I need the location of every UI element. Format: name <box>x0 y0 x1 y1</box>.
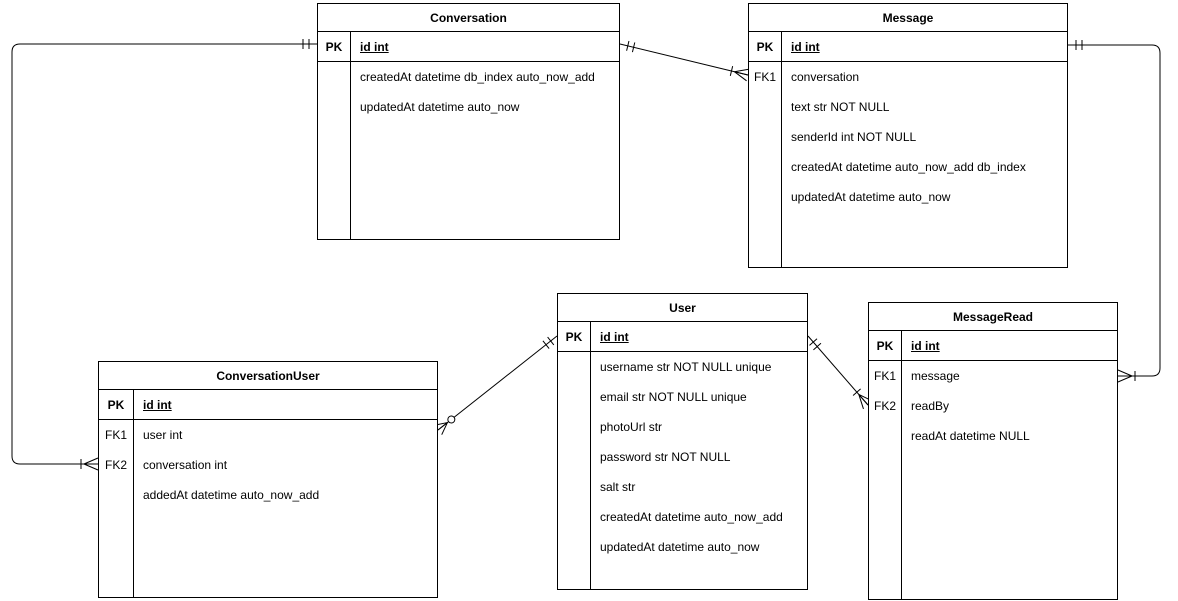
field-text: id int <box>600 329 629 344</box>
key-label: FK1 <box>873 369 896 383</box>
field-text: addedAt datetime auto_now_add <box>143 488 320 502</box>
field-text: text str NOT NULL <box>791 100 890 114</box>
key-label: FK1 <box>104 428 127 442</box>
field-text: email str NOT NULL unique <box>600 390 747 404</box>
cardinality-zero-or-many-marker <box>434 415 456 435</box>
table-row[interactable]: FK1 conversation <box>749 62 1067 92</box>
table-row[interactable]: PK id int <box>869 331 1117 361</box>
entity-title: Message <box>749 4 1067 32</box>
key-column-divider <box>350 32 351 239</box>
table-row[interactable]: createdAt datetime db_index auto_now_add <box>318 62 619 92</box>
field-text: updatedAt datetime auto_now <box>791 190 951 204</box>
field-text: id int <box>911 338 940 353</box>
table-row[interactable]: PK id int <box>558 322 807 352</box>
relationship-conversation-message[interactable] <box>619 40 750 82</box>
key-column-divider <box>133 390 134 597</box>
entity-messageread[interactable]: MessageRead PK id int FK1 message FK2 re… <box>868 302 1118 600</box>
key-label: PK <box>107 397 125 412</box>
table-row[interactable]: salt str <box>558 472 807 502</box>
table-row[interactable]: addedAt datetime auto_now_add <box>99 480 437 510</box>
cardinality-one-marker <box>1075 40 1083 50</box>
cardinality-many-marker <box>80 457 99 471</box>
entity-title: MessageRead <box>869 303 1117 331</box>
table-row[interactable]: createdAt datetime auto_now_add <box>558 502 807 532</box>
cardinality-many-marker <box>1117 369 1136 383</box>
table-row[interactable]: username str NOT NULL unique <box>558 352 807 382</box>
table-row[interactable]: FK2 readBy <box>869 391 1117 421</box>
field-text: updatedAt datetime auto_now <box>360 100 520 114</box>
entity-user[interactable]: User PK id int username str NOT NULL uni… <box>557 293 808 590</box>
table-row[interactable]: text str NOT NULL <box>749 92 1067 122</box>
cardinality-one-marker <box>302 39 310 49</box>
relationship-user-messageread[interactable] <box>807 335 873 410</box>
relationship-message-messageread[interactable] <box>1068 40 1161 383</box>
entity-conversationuser[interactable]: ConversationUser PK id int FK1 user int … <box>98 361 438 598</box>
table-row[interactable]: PK id int <box>99 390 437 420</box>
field-text: senderId int NOT NULL <box>791 130 917 144</box>
relationship-user-conversationuser[interactable] <box>434 335 558 435</box>
key-column-divider <box>901 331 902 599</box>
field-text: createdAt datetime auto_now_add db_index <box>791 160 1026 174</box>
field-text: conversation int <box>143 458 228 472</box>
table-row[interactable]: updatedAt datetime auto_now <box>318 92 619 122</box>
entity-title: User <box>558 294 807 322</box>
entity-title: Conversation <box>318 4 619 32</box>
key-label: PK <box>876 338 894 353</box>
table-row[interactable]: PK id int <box>318 32 619 62</box>
field-text: message <box>911 369 960 383</box>
table-row[interactable]: updatedAt datetime auto_now <box>749 182 1067 212</box>
field-text: id int <box>143 397 172 412</box>
field-text: readAt datetime NULL <box>911 429 1030 443</box>
field-text: user int <box>143 428 183 442</box>
table-row[interactable]: FK1 user int <box>99 420 437 450</box>
field-text: createdAt datetime auto_now_add <box>600 510 783 524</box>
field-text: id int <box>791 39 820 54</box>
field-text: conversation <box>791 70 860 84</box>
table-row[interactable]: readAt datetime NULL <box>869 421 1117 451</box>
cardinality-many-marker <box>729 66 750 82</box>
table-row[interactable]: photoUrl str <box>558 412 807 442</box>
field-text: updatedAt datetime auto_now <box>600 540 760 554</box>
key-label: FK2 <box>104 458 127 472</box>
field-text: username str NOT NULL unique <box>600 360 772 374</box>
cardinality-many-marker <box>852 388 873 410</box>
key-label: PK <box>756 39 774 54</box>
table-row[interactable]: FK2 conversation int <box>99 450 437 480</box>
key-label: PK <box>565 329 583 344</box>
cardinality-one-marker <box>626 40 636 53</box>
table-row[interactable]: senderId int NOT NULL <box>749 122 1067 152</box>
table-row[interactable]: password str NOT NULL <box>558 442 807 472</box>
table-row[interactable]: PK id int <box>749 32 1067 62</box>
key-column-divider <box>781 32 782 267</box>
field-text: readBy <box>911 399 950 413</box>
entity-conversation[interactable]: Conversation PK id int createdAt datetim… <box>317 3 620 240</box>
table-row[interactable]: createdAt datetime auto_now_add db_index <box>749 152 1067 182</box>
table-row[interactable]: updatedAt datetime auto_now <box>558 532 807 562</box>
field-text: createdAt datetime db_index auto_now_add <box>360 70 595 84</box>
key-label: PK <box>325 39 343 54</box>
relationship-conversation-conversationuser[interactable] <box>11 39 317 471</box>
field-text: id int <box>360 39 389 54</box>
cardinality-one-marker <box>809 338 822 351</box>
table-row[interactable]: FK1 message <box>869 361 1117 391</box>
entity-title: ConversationUser <box>99 362 437 390</box>
cardinality-one-marker <box>542 336 555 349</box>
key-label: FK2 <box>873 399 896 413</box>
table-row[interactable]: email str NOT NULL unique <box>558 382 807 412</box>
field-text: password str NOT NULL <box>600 450 731 464</box>
field-text: photoUrl str <box>600 420 663 434</box>
entity-message[interactable]: Message PK id int FK1 conversation text … <box>748 3 1068 268</box>
field-text: salt str <box>600 480 636 494</box>
key-column-divider <box>590 322 591 589</box>
key-label: FK1 <box>753 70 776 84</box>
